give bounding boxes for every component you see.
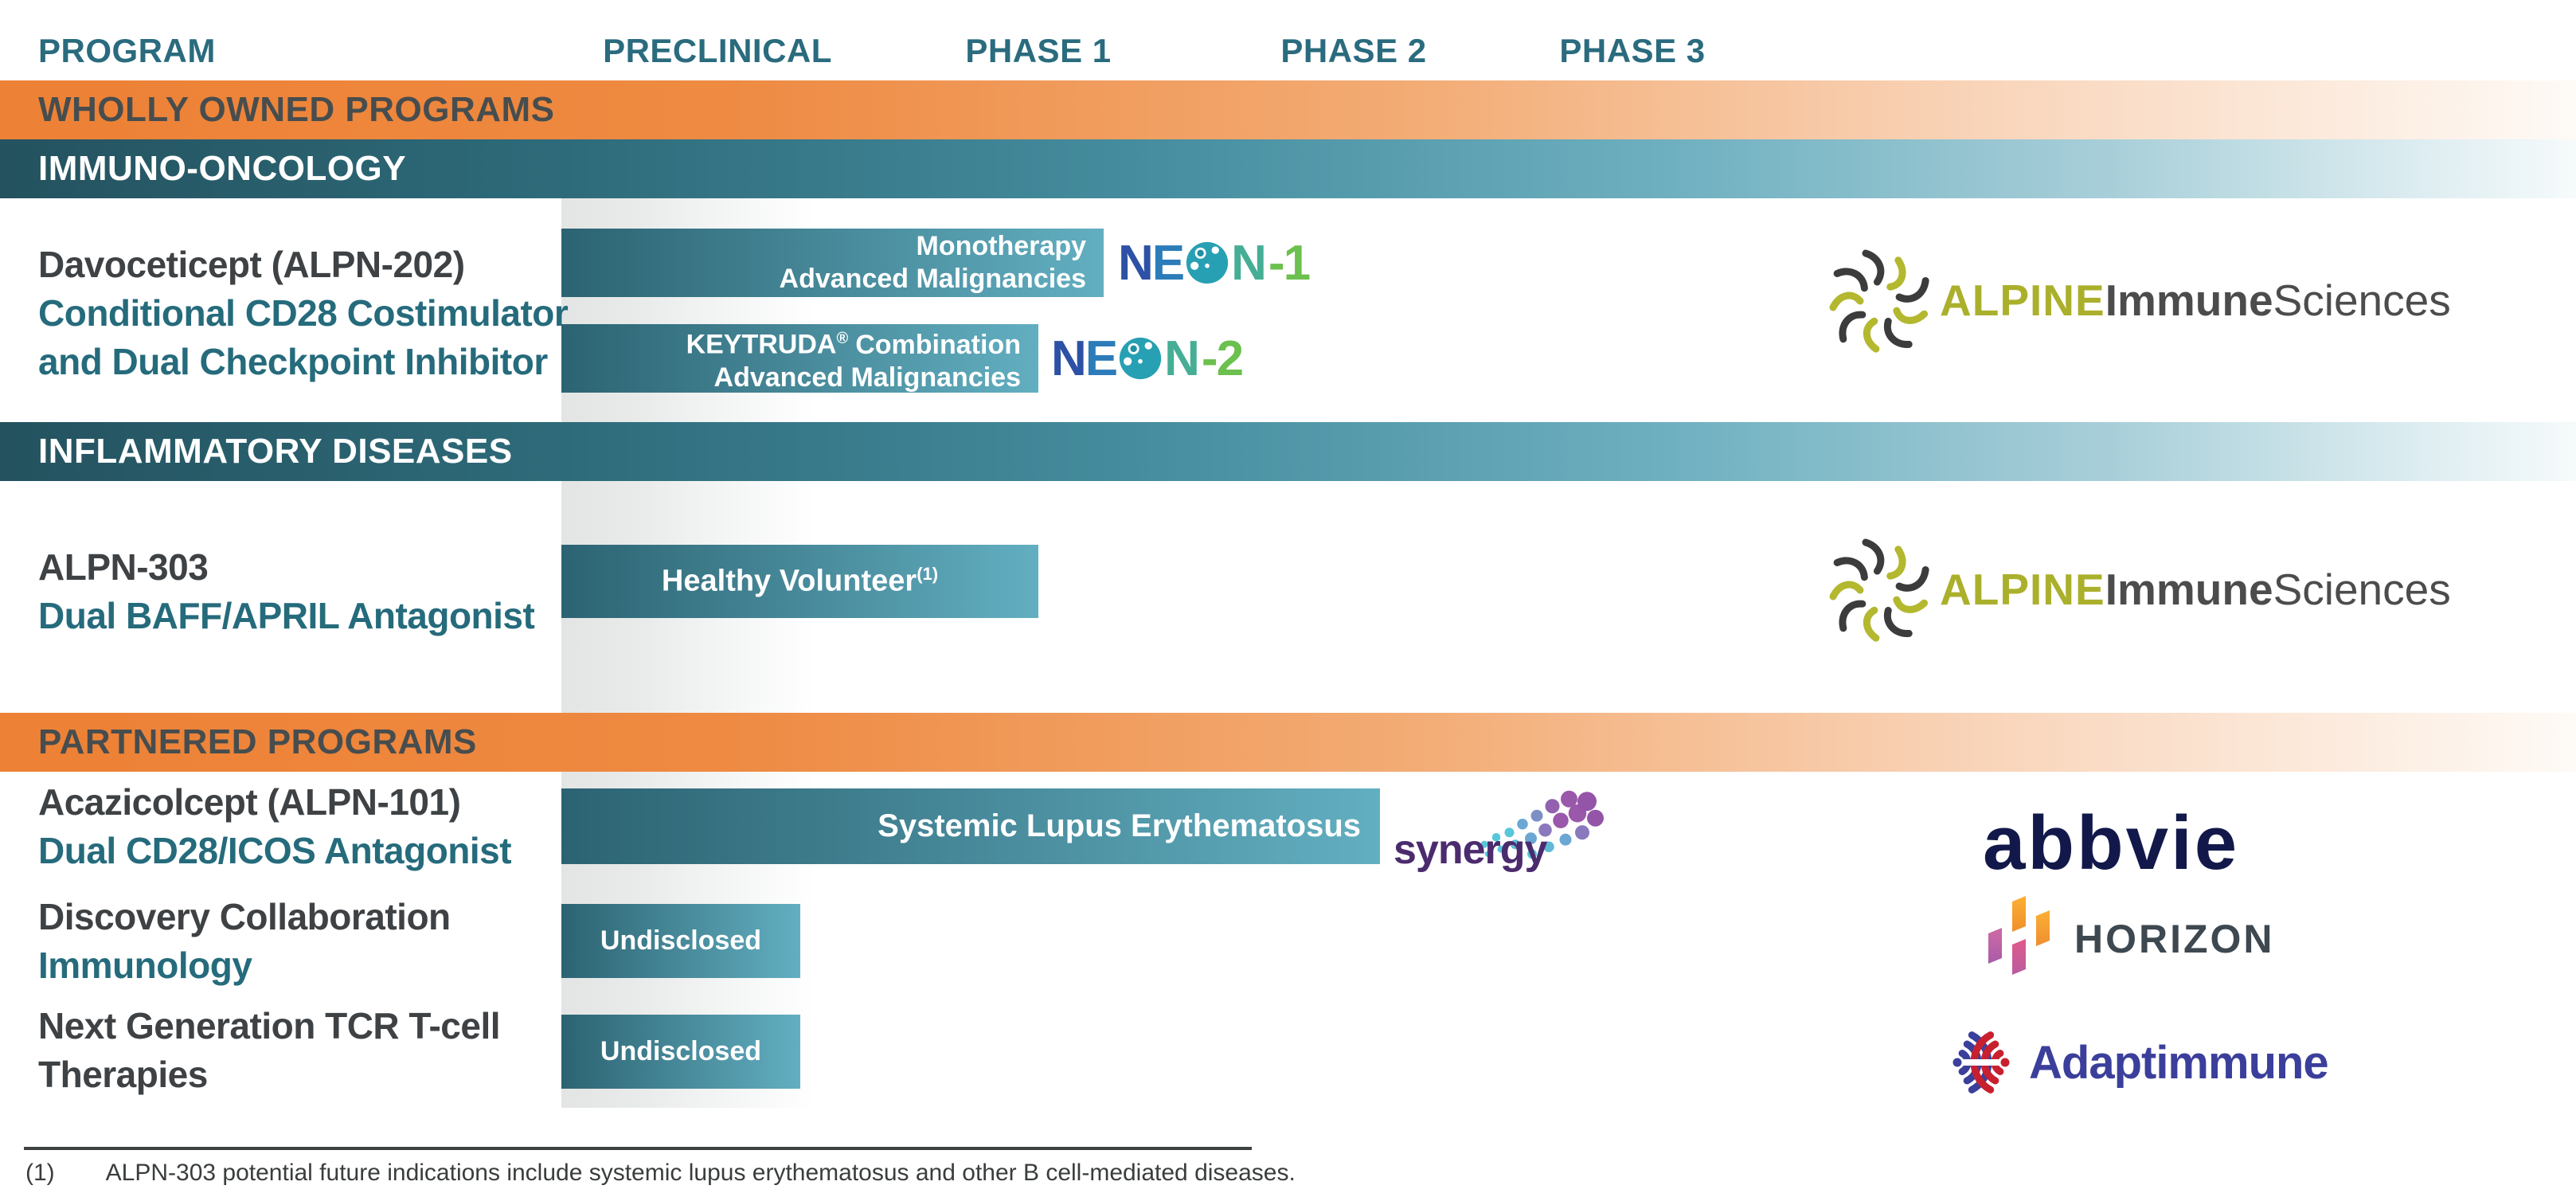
bar-label: Systemic Lupus Erythematosus — [878, 808, 1361, 843]
adaptimmune-wordmark: Adaptimmune — [2029, 1036, 2329, 1089]
bar-label-line2: Advanced Malignancies — [713, 362, 1021, 393]
program-subtitle: Immunology — [38, 945, 252, 986]
keytruda-rest: Combination — [855, 329, 1021, 360]
program-acazicolcept: Acazicolcept (ALPN-101) Dual CD28/ICOS A… — [38, 778, 512, 875]
horizon-logo: HORIZON — [1988, 894, 2275, 984]
footnote-marker: (1) — [25, 1160, 55, 1186]
abbvie-wordmark: abbvie — [1983, 800, 2240, 886]
neon-letter: N — [1051, 331, 1087, 386]
healthy-volunteer-label: Healthy Volunteer — [661, 564, 917, 598]
alpine-emblem-icon — [1829, 538, 1929, 642]
program-subtitle: Dual BAFF/APRIL Antagonist — [38, 595, 535, 636]
alpine-wordmark: ALPINE — [1940, 276, 2105, 325]
column-header-phase2: PHASE 2 — [1280, 32, 1427, 69]
banner-inflammatory-label: INFLAMMATORY DISEASES — [38, 432, 513, 471]
banner-wholly-owned-programs: WHOLLY OWNED PROGRAMS — [0, 80, 2576, 139]
neon-letter: N — [1118, 235, 1154, 291]
bar-systemic-lupus-erythematosus: Systemic Lupus Erythematosus — [561, 788, 1380, 864]
program-davoceticept: Davoceticept (ALPN-202) Conditional CD28… — [38, 241, 569, 386]
bar-label: Undisclosed — [600, 925, 762, 956]
program-subtitle: and Dual Checkpoint Inhibitor — [38, 341, 548, 382]
immune-wordmark: Immune — [2105, 565, 2273, 614]
program-subtitle: Conditional CD28 Costimulator — [38, 292, 569, 334]
adaptimmune-arcs-icon — [1945, 1031, 2018, 1093]
synergy-logo: synergy — [1394, 784, 1609, 874]
neon-letter: N — [1231, 235, 1267, 291]
banner-wholly-owned-label: WHOLLY OWNED PROGRAMS — [38, 90, 555, 129]
bar-undisclosed-immunology: Undisclosed — [561, 904, 800, 978]
program-title: Next Generation TCR T-cell — [38, 1005, 501, 1046]
bar-label-line2: Advanced Malignancies — [779, 264, 1086, 294]
bar-healthy-volunteer: Healthy Volunteer(1) — [561, 545, 1038, 618]
program-alpn303: ALPN-303 Dual BAFF/APRIL Antagonist — [38, 543, 535, 640]
horizon-h-mark-icon — [1988, 896, 2050, 975]
neon-cell-icon — [1186, 241, 1229, 284]
horizon-wordmark: HORIZON — [2074, 917, 2275, 961]
program-title: ALPN-303 — [38, 546, 209, 588]
column-header-preclinical: PRECLINICAL — [603, 32, 832, 69]
neon-suffix: -2 — [1201, 331, 1244, 386]
registered-mark: ® — [836, 330, 849, 348]
bar-label: Healthy Volunteer(1) — [662, 564, 938, 599]
column-header-phase1: PHASE 1 — [965, 32, 1112, 69]
neon-cell-icon — [1120, 337, 1162, 380]
banner-partnered-programs: PARTNERED PROGRAMS — [0, 713, 2576, 772]
bar-keytruda-combination: KEYTRUDA® Combination Advanced Malignanci… — [561, 324, 1038, 393]
program-title: Acazicolcept (ALPN-101) — [38, 781, 461, 823]
bar-undisclosed-tcr: Undisclosed — [561, 1015, 800, 1089]
neon-letter: E — [1151, 235, 1185, 291]
program-discovery-collaboration: Discovery Collaboration Immunology — [38, 893, 451, 990]
program-title: Davoceticept (ALPN-202) — [38, 244, 465, 285]
banner-immuno-oncology: IMMUNO-ONCOLOGY — [0, 139, 2576, 198]
alpine-wordmark: ALPINE — [1940, 565, 2105, 614]
program-title: Therapies — [38, 1054, 208, 1095]
column-header-phase3: PHASE 3 — [1559, 32, 1706, 69]
footnote-divider — [24, 1147, 1252, 1150]
program-title: Discovery Collaboration — [38, 896, 451, 937]
bar-label-line1: Monotherapy — [916, 231, 1086, 261]
keytruda-name: KEYTRUDA — [686, 329, 837, 360]
neon-letter: E — [1085, 331, 1118, 386]
bar-monotherapy-advanced-malignancies: Monotherapy Advanced Malignancies — [561, 229, 1104, 297]
sciences-wordmark: Sciences — [2273, 565, 2451, 614]
column-header-program: PROGRAM — [38, 32, 216, 69]
footnote-text: ALPN-303 potential future indications in… — [105, 1160, 1296, 1186]
abbvie-logo: abbvie — [1983, 800, 2239, 887]
banner-immuno-oncology-label: IMMUNO-ONCOLOGY — [38, 149, 407, 188]
footnote-ref-1: (1) — [917, 564, 939, 585]
program-subtitle: Dual CD28/ICOS Antagonist — [38, 830, 512, 871]
program-next-gen-tcr: Next Generation TCR T-cell Therapies — [38, 1002, 501, 1099]
bar-label-line1: KEYTRUDA® Combination — [686, 323, 1021, 361]
immune-wordmark: Immune — [2105, 276, 2273, 325]
adaptimmune-logo: Adaptimmune — [1945, 1024, 2329, 1101]
synergy-wordmark: synergy — [1394, 827, 1547, 873]
synergy-dots-icon — [1480, 790, 1604, 859]
neon-letter: N — [1164, 331, 1200, 386]
footnote: (1) ALPN-303 potential future indication… — [25, 1160, 1296, 1187]
banner-partnered-label: PARTNERED PROGRAMS — [38, 722, 477, 761]
neon-suffix: -1 — [1268, 235, 1311, 291]
sciences-wordmark: Sciences — [2273, 276, 2451, 325]
banner-inflammatory-diseases: INFLAMMATORY DISEASES — [0, 422, 2576, 481]
alpine-emblem-icon — [1829, 249, 1929, 353]
bar-label: Undisclosed — [600, 1036, 762, 1066]
